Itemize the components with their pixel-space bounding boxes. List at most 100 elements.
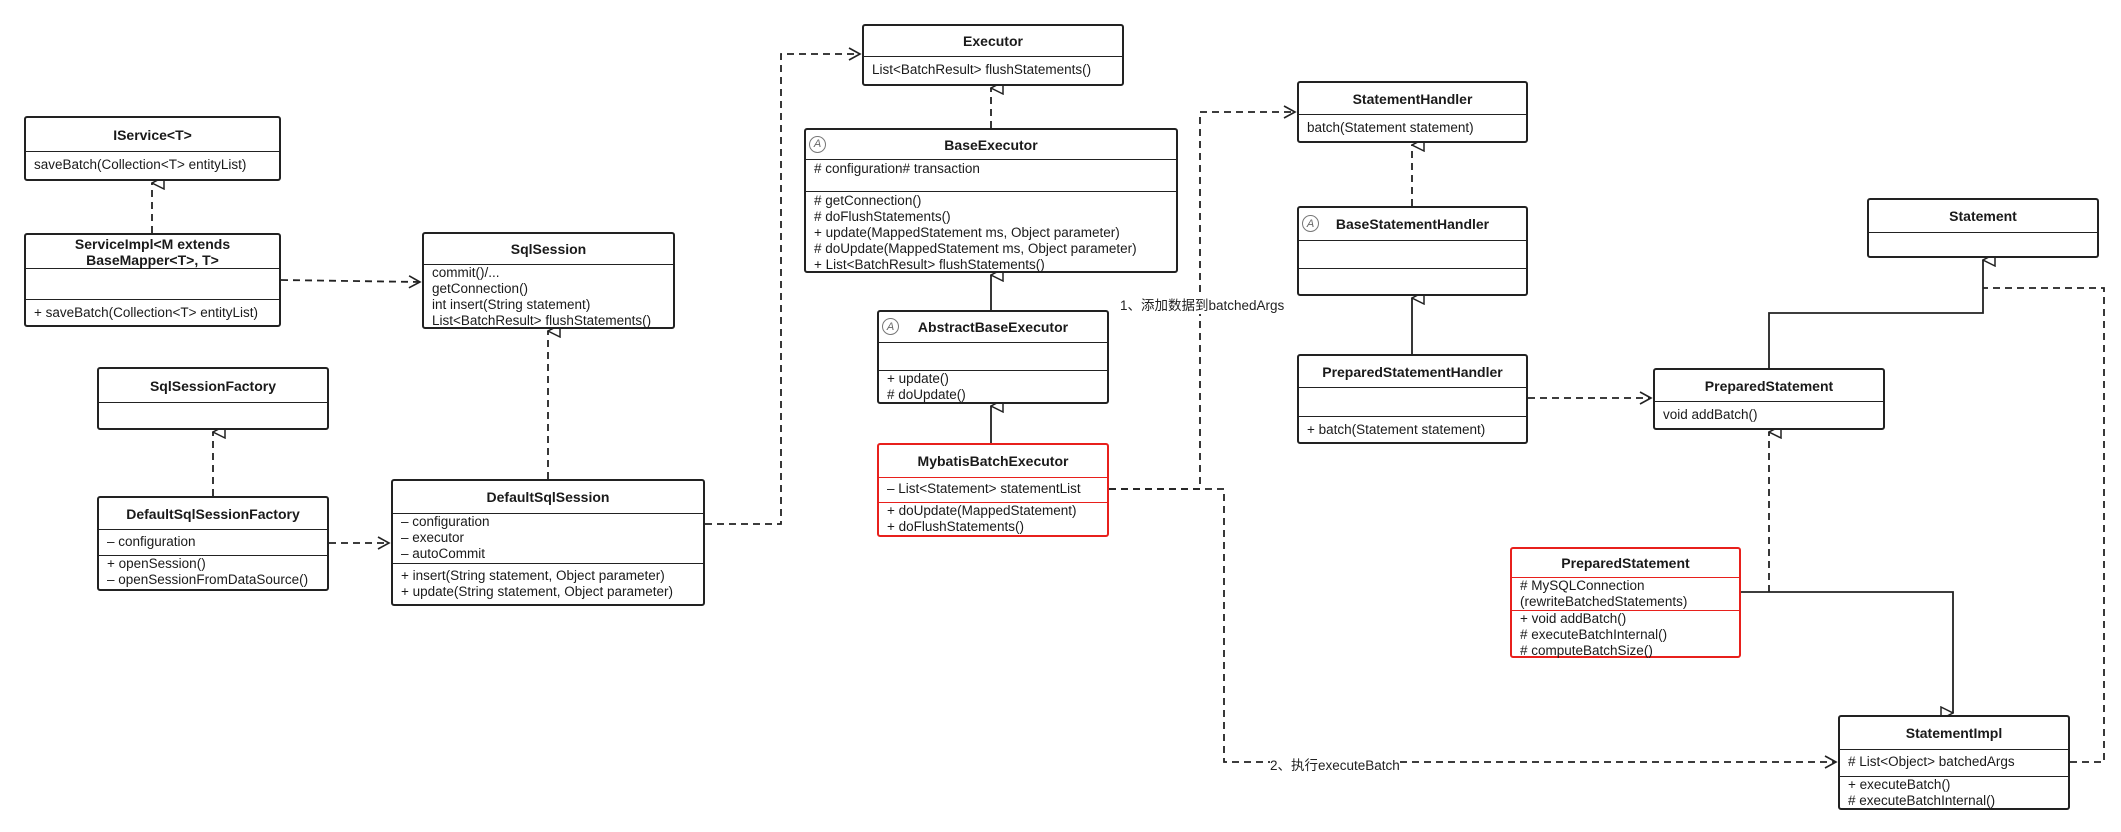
class-member: (rewriteBatchedStatements) — [1520, 594, 1688, 609]
class-member: commit()/... — [432, 265, 500, 280]
dependency-serviceimpl-sqlsession — [280, 275, 422, 289]
class-sqlsession: SqlSession commit()/... getConnection() … — [422, 232, 675, 329]
class-title: PreparedStatement — [1704, 377, 1834, 394]
class-section: + executeBatch() # executeBatchInternal(… — [1840, 776, 2068, 808]
class-member: # configuration# transaction — [814, 161, 980, 176]
class-member: – executor — [401, 530, 465, 545]
class-section: # getConnection() # doFlushStatements() … — [806, 191, 1176, 272]
class-member: + update(MappedStatement ms, Object para… — [814, 225, 1120, 240]
class-title: PreparedStatementHandler — [1322, 363, 1503, 380]
class-member: + doUpdate(MappedStatement) — [887, 503, 1077, 518]
class-section: + update() # doUpdate() — [879, 370, 1107, 402]
class-title-text: AbstractBaseExecutor — [917, 319, 1069, 335]
class-member: # doFlushStatements() — [814, 209, 951, 224]
class-member: + insert(String statement, Object parame… — [401, 568, 665, 583]
class-section: saveBatch(Collection<T> entityList) — [26, 151, 279, 179]
class-member: # executeBatchInternal() — [1520, 627, 1668, 642]
class-preparedstatement-impl: PreparedStatement # MySQLConnection (rew… — [1510, 547, 1741, 658]
class-title-text: BaseStatementHandler — [1335, 216, 1490, 232]
class-member: List<BatchResult> flushStatements() — [872, 62, 1092, 77]
class-member: + executeBatch() — [1848, 777, 1951, 792]
class-member: + List<BatchResult> flushStatements() — [814, 257, 1045, 272]
class-title: ServiceImpl<M extends BaseMapper<T>, T> — [26, 235, 279, 268]
class-title-line: ServiceImpl<M extends — [74, 235, 231, 252]
class-title: DefaultSqlSession — [486, 489, 610, 505]
abstract-class-icon: A — [1302, 215, 1319, 232]
class-title-text: BaseExecutor — [944, 136, 1038, 153]
class-section — [1869, 232, 2097, 256]
class-section — [879, 342, 1107, 370]
class-defaultsqlsession: DefaultSqlSession – configuration – exec… — [391, 479, 705, 606]
class-member: int insert(String statement) — [432, 297, 591, 312]
abstract-class-icon: A — [882, 318, 899, 335]
class-member: # doUpdate(MappedStatement ms, Object pa… — [814, 241, 1137, 256]
class-title: MybatisBatchExecutor — [917, 453, 1069, 469]
class-preparedstatementhandler: PreparedStatementHandler + batch(Stateme… — [1297, 354, 1528, 444]
generalization-impl-statementimpl — [1741, 591, 1953, 713]
class-member: + update() — [887, 371, 949, 386]
class-section: – configuration – executor – autoCommit — [393, 513, 703, 563]
class-section: # MySQLConnection (rewriteBatchedStateme… — [1512, 577, 1739, 610]
class-iservice: IService<T> saveBatch(Collection<T> enti… — [24, 116, 281, 181]
class-member: # List<Object> batchedArgs — [1848, 754, 2015, 769]
class-title: SqlSession — [510, 241, 587, 257]
class-member: + update(String statement, Object parame… — [401, 584, 674, 599]
class-title: Statement — [1949, 208, 2017, 224]
abstract-class-icon: A — [809, 135, 826, 153]
class-section: void addBatch() — [1655, 401, 1883, 428]
class-member: – autoCommit — [401, 546, 486, 561]
class-member: # MySQLConnection — [1520, 578, 1645, 593]
class-member: + batch(Statement statement) — [1307, 422, 1486, 437]
class-serviceimpl: ServiceImpl<M extends BaseMapper<T>, T> … — [24, 233, 281, 327]
class-section: + batch(Statement statement) — [1299, 416, 1526, 442]
class-member: + saveBatch(Collection<T> entityList) — [34, 305, 258, 320]
class-executor: Executor List<BatchResult> flushStatemen… — [862, 24, 1124, 86]
class-member: saveBatch(Collection<T> entityList) — [34, 157, 247, 172]
class-title: A AbstractBaseExecutor — [879, 312, 1107, 342]
class-member: getConnection() — [432, 281, 529, 296]
class-member: – configuration — [401, 514, 490, 529]
class-member: + doFlushStatements() — [887, 519, 1024, 534]
class-title: Executor — [963, 33, 1023, 49]
class-section — [26, 268, 279, 299]
class-baseexecutor: A BaseExecutor # configuration# transact… — [804, 128, 1178, 273]
class-statementhandler: StatementHandler batch(Statement stateme… — [1297, 81, 1528, 143]
class-section: – List<Statement> statementList — [879, 477, 1107, 502]
class-section — [1299, 268, 1526, 294]
class-section: batch(Statement statement) — [1299, 114, 1526, 141]
generalization-preparedstatement-statement — [1768, 260, 1983, 368]
class-defaultsqlsessionfactory: DefaultSqlSessionFactory – configuration… — [97, 496, 329, 591]
class-member: void addBatch() — [1663, 407, 1758, 422]
class-member: # doUpdate() — [887, 387, 966, 402]
class-section: + insert(String statement, Object parame… — [393, 563, 703, 604]
class-title: StatementImpl — [1905, 725, 2003, 741]
class-mybatisbatchexecutor: MybatisBatchExecutor – List<Statement> s… — [877, 443, 1109, 537]
class-section: + doUpdate(MappedStatement) + doFlushSta… — [879, 502, 1107, 535]
class-section: List<BatchResult> flushStatements() — [864, 56, 1122, 84]
class-title: A BaseExecutor — [806, 130, 1176, 159]
class-member: – List<Statement> statementList — [887, 481, 1081, 496]
class-member: + void addBatch() — [1520, 611, 1627, 626]
class-statementimpl: StatementImpl # List<Object> batchedArgs… — [1838, 715, 2070, 810]
class-title: PreparedStatement — [1561, 555, 1690, 571]
class-section: + saveBatch(Collection<T> entityList) — [26, 299, 279, 325]
class-member: List<BatchResult> flushStatements() — [432, 313, 652, 328]
class-member: # computeBatchSize() — [1520, 643, 1653, 658]
class-title: StatementHandler — [1352, 90, 1473, 107]
class-section: commit()/... getConnection() int insert(… — [424, 264, 673, 328]
class-member: + openSession() — [107, 556, 206, 571]
class-section — [99, 402, 327, 428]
class-section: + void addBatch() # executeBatchInternal… — [1512, 610, 1739, 658]
class-abstractbaseexecutor: A AbstractBaseExecutor + update() # doUp… — [877, 310, 1109, 404]
class-title: DefaultSqlSessionFactory — [126, 505, 300, 522]
class-title: A BaseStatementHandler — [1299, 208, 1526, 240]
class-section: # List<Object> batchedArgs — [1840, 749, 2068, 776]
edge-label-add-data: 1、添加数据到batchedArgs — [1120, 294, 1285, 314]
dependency-defaultsqlsession-executor — [705, 47, 862, 525]
class-basestatementhandler: A BaseStatementHandler — [1297, 206, 1528, 296]
class-member: batch(Statement statement) — [1307, 120, 1474, 135]
class-member: – openSessionFromDataSource() — [107, 572, 309, 587]
class-member: # executeBatchInternal() — [1848, 793, 1996, 808]
class-member: # getConnection() — [814, 193, 922, 208]
